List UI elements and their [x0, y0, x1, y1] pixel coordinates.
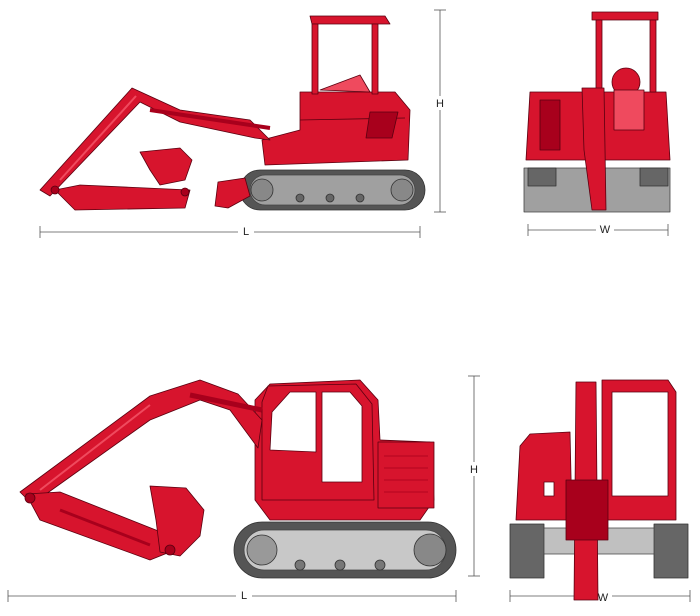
- top-bucket: [139, 147, 193, 186]
- top-excavator-side-view: [39, 15, 426, 211]
- top-height-label: H: [436, 98, 444, 110]
- top-length-label-bg: [238, 224, 254, 238]
- bottom-height-label-bg: [466, 462, 482, 476]
- bottom-boom: [19, 379, 263, 505]
- bottom-excavator-front-view: [509, 379, 689, 601]
- top-canopy: [309, 15, 391, 95]
- bottom-excavator-side-view: [19, 379, 457, 579]
- bottom-length-label-bg: [236, 588, 252, 602]
- top-side-track: [239, 169, 426, 211]
- bottom-width-label-bg: [594, 590, 612, 604]
- bottom-length-label: L: [241, 590, 247, 602]
- bottom-width-label: W: [598, 592, 609, 604]
- top-arm: [54, 184, 191, 211]
- bottom-side-track: [233, 521, 457, 579]
- top-upper-body: [261, 91, 411, 166]
- bottom-cab: [261, 383, 375, 501]
- bottom-cab-window-side: [321, 391, 363, 483]
- top-height-label-bg: [432, 96, 448, 110]
- top-boom: [39, 87, 271, 197]
- top-width-label-bg: [596, 222, 614, 236]
- top-width-label: W: [600, 224, 611, 236]
- top-front-boom: [581, 87, 607, 211]
- bottom-cab-window-front: [269, 391, 317, 453]
- bottom-height-label: H: [470, 464, 478, 476]
- bottom-bucket: [149, 485, 205, 557]
- top-excavator-front-view: [523, 11, 671, 213]
- bottom-front-cab-window: [611, 391, 669, 497]
- top-length-label: L: [243, 226, 249, 238]
- top-dozer-blade: [214, 177, 251, 209]
